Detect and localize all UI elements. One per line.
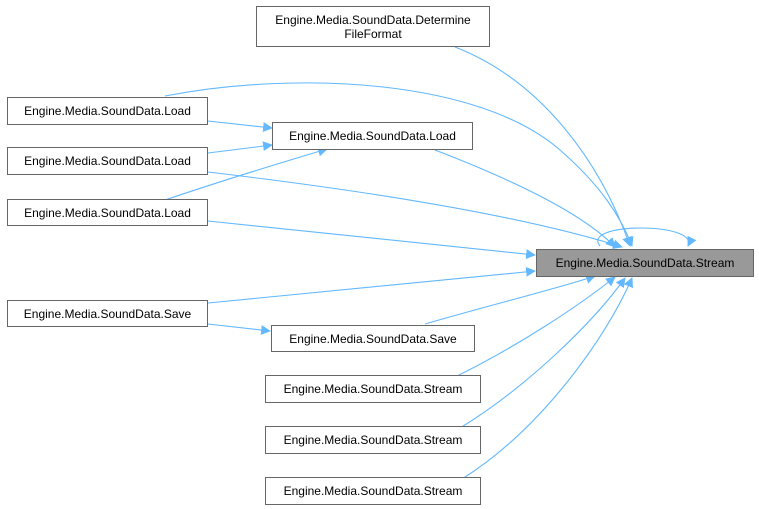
- node-stream-caller-2[interactable]: Engine.Media.SoundData.Stream: [265, 426, 481, 454]
- node-label-line2: FileFormat: [344, 26, 402, 41]
- node-label: Engine.Media.SoundData.Load: [289, 129, 456, 143]
- edge-loadmid-to-stream: [434, 149, 616, 248]
- edge-stream1-to-stream: [454, 276, 616, 378]
- node-label: Engine.Media.SoundData.Load: [24, 104, 191, 118]
- edge-stream2-to-stream: [459, 277, 626, 429]
- edge-load2-to-loadmid: [207, 141, 273, 154]
- node-label: Engine.Media.SoundData.Save: [23, 306, 192, 321]
- node-label: Engine.Media.SoundData.Stream: [555, 256, 735, 270]
- node-label: Engine.Media.SoundData.Stream: [283, 382, 463, 396]
- node-determine-file-format[interactable]: Engine.Media.SoundData.Determine FileFor…: [256, 6, 490, 47]
- node-load-left-3[interactable]: Engine.Media.SoundData.Load: [7, 199, 208, 226]
- node-load-middle[interactable]: Engine.Media.SoundData.Load: [272, 122, 473, 150]
- edge-determine-to-stream: [454, 46, 632, 247]
- edge-load1-to-loadmid: [207, 120, 273, 132]
- edge-stream-self-loop: [597, 227, 697, 247]
- edge-load2-to-stream: [207, 171, 623, 250]
- edge-load3-to-loadmid: [164, 146, 328, 201]
- node-save-left[interactable]: Engine.Media.SoundData.Save: [7, 300, 208, 327]
- node-stream-caller-1[interactable]: Engine.Media.SoundData.Stream: [265, 375, 481, 403]
- node-target-stream[interactable]: Engine.Media.SoundData.Stream: [536, 249, 754, 277]
- node-label: Engine.Media.SoundData.Stream: [283, 433, 463, 447]
- edge-stream3-to-stream: [461, 277, 633, 480]
- edge-load1-to-stream: [164, 82, 634, 247]
- node-label: Engine.Media.SoundData.Stream: [283, 484, 463, 498]
- node-label: Engine.Media.SoundData.Load: [24, 205, 191, 220]
- edge-savemid-to-stream: [424, 274, 596, 325]
- node-load-left-1[interactable]: Engine.Media.SoundData.Load: [7, 97, 208, 125]
- node-label: Engine.Media.SoundData.Load: [24, 154, 191, 168]
- node-label: Engine.Media.SoundData.Save: [289, 331, 457, 346]
- node-stream-caller-3[interactable]: Engine.Media.SoundData.Stream: [265, 477, 481, 505]
- edge-load3-to-stream: [207, 220, 536, 260]
- edge-save-to-savemid: [207, 323, 271, 335]
- node-load-left-2[interactable]: Engine.Media.SoundData.Load: [7, 147, 208, 175]
- node-save-middle[interactable]: Engine.Media.SoundData.Save: [271, 325, 475, 352]
- edge-save-to-stream: [207, 266, 536, 304]
- node-label-line1: Engine.Media.SoundData.Determine: [275, 12, 471, 27]
